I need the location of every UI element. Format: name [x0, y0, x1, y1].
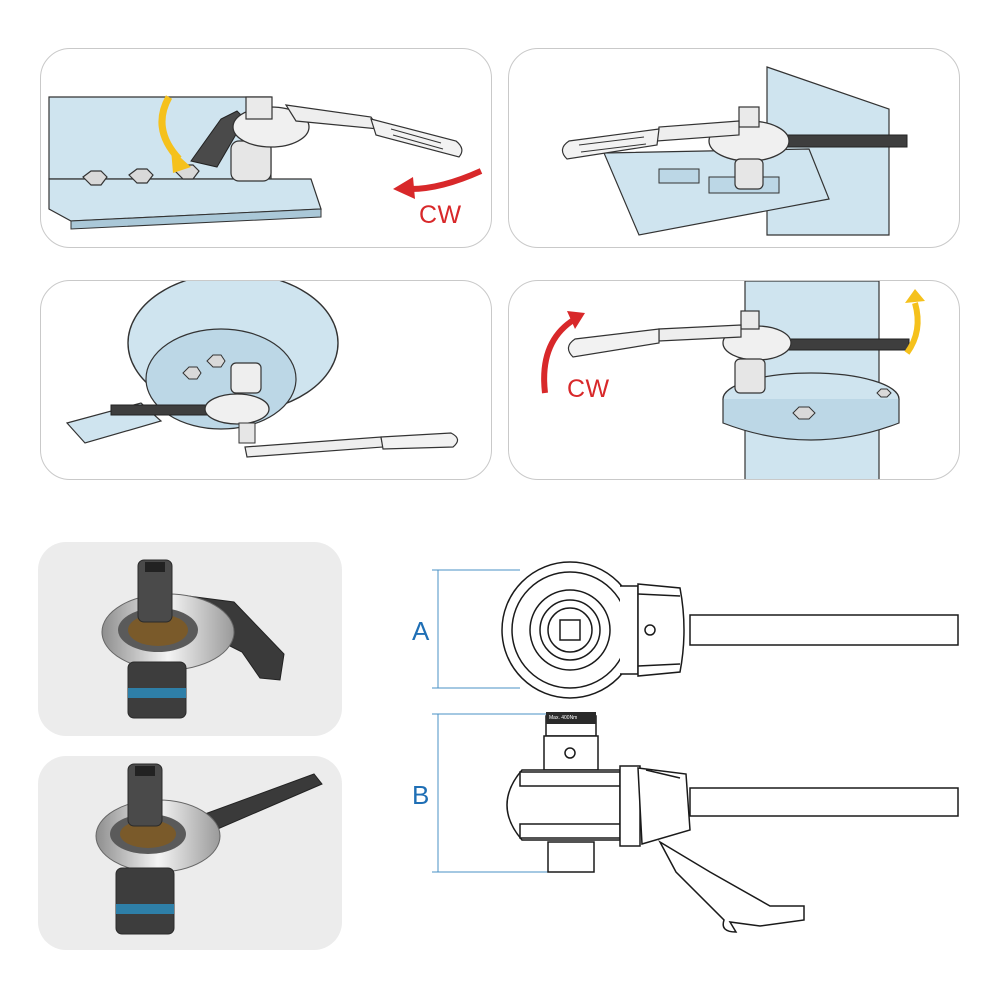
hex-nut-icon — [182, 354, 226, 380]
reaction-arm-outline — [658, 839, 805, 933]
wheel-nut-illustration — [65, 281, 459, 458]
direction-label-cw: CW — [567, 375, 610, 403]
torque-wrench-handle — [244, 436, 384, 458]
rotation-arrow-yellow — [904, 302, 921, 355]
hex-nut-icon — [792, 388, 892, 420]
usage-panel-wheel-nut — [40, 280, 492, 480]
reaction-bar — [778, 134, 908, 148]
bench-nut-illustration — [48, 95, 483, 230]
product-photo-reaction-bar — [38, 756, 342, 950]
rotation-arrow-red — [410, 168, 483, 192]
output-socket — [115, 867, 175, 935]
product-photo-reaction-arm — [38, 542, 342, 736]
side-view — [506, 715, 959, 933]
usage-panel-flange-bolt: CW — [508, 280, 960, 480]
usage-panel-bench-nut: CW — [40, 48, 492, 248]
dimension-drawing: Max. 400Nm A B — [380, 540, 1000, 1000]
direction-label-cw: CW — [419, 201, 462, 229]
top-view — [501, 561, 959, 699]
input-socket — [127, 763, 163, 827]
usage-panel-wall-bolt — [508, 48, 960, 248]
flange-bolt-illustration — [541, 281, 925, 479]
max-torque-label: Max. 400Nm — [549, 715, 578, 721]
dimension-label-b: B — [412, 780, 430, 810]
dimension-label-a: A — [412, 616, 430, 646]
rotation-arrow-red — [541, 316, 577, 394]
wall-bolt-illustration — [561, 66, 908, 236]
input-socket — [137, 559, 173, 623]
